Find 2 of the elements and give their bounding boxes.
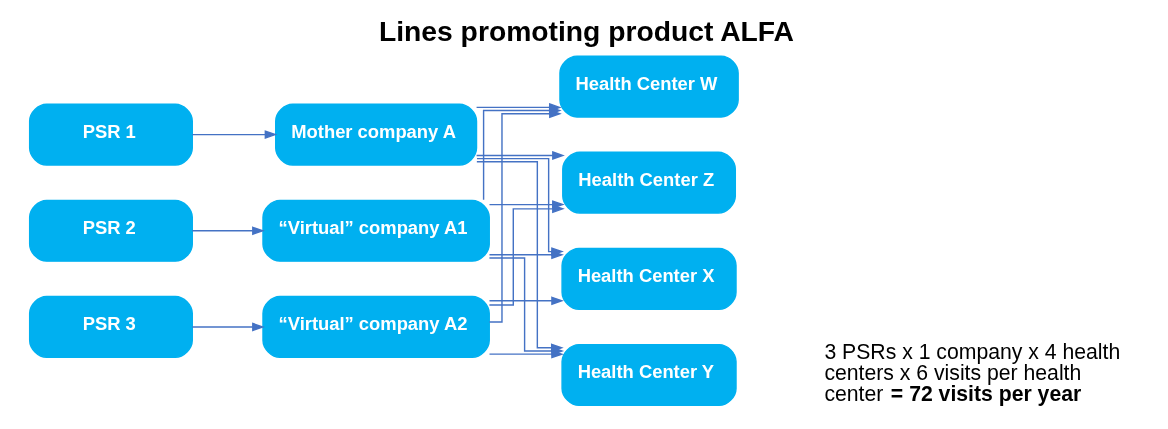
label: 3 PSRs x 1 company x 4 health centers x 6 visits per health center = 72 visits per year [824,339,1121,406]
diagram-title: Lines promoting product ALFA [378,14,795,47]
